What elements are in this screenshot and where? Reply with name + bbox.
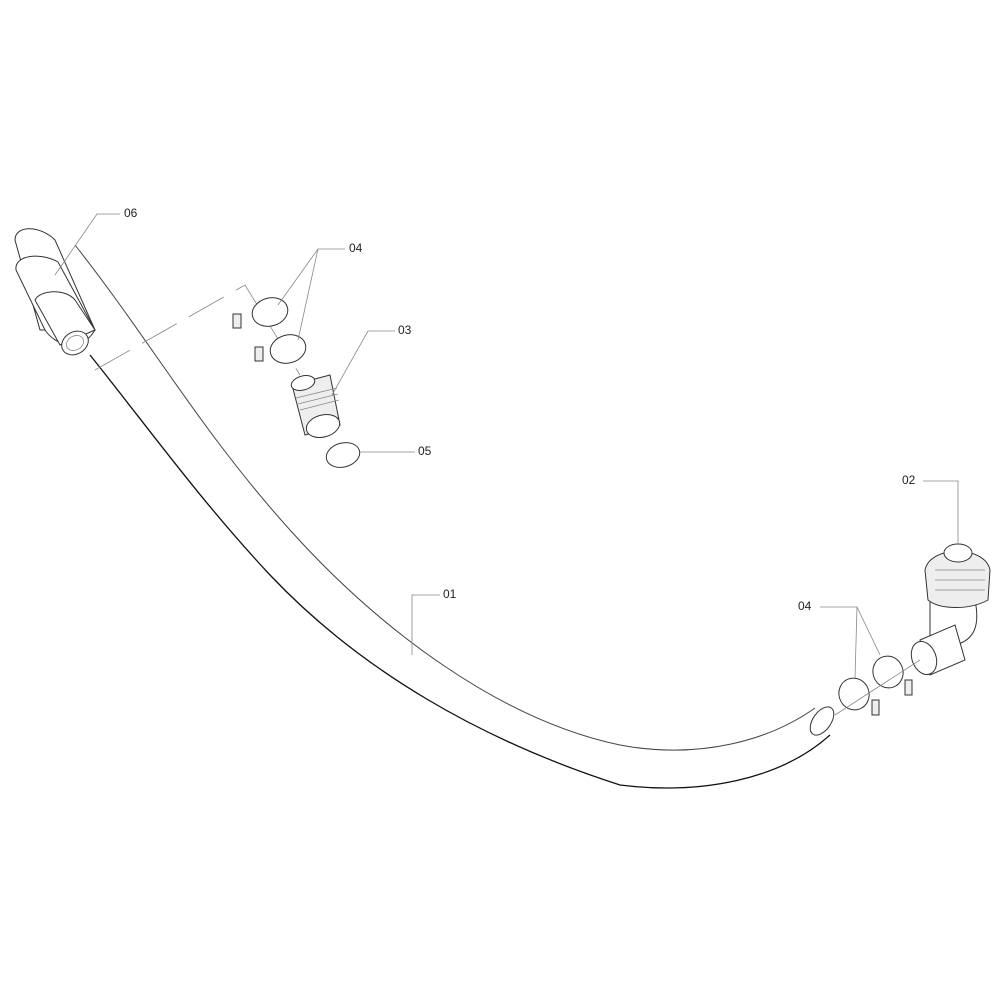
leader-lines xyxy=(54,213,959,679)
hose-clamps-04-upper xyxy=(232,297,307,364)
callout-02: 02 xyxy=(902,473,916,487)
callout-06: 06 xyxy=(124,206,138,220)
connector-03 xyxy=(290,374,341,439)
callout-05: 05 xyxy=(418,444,432,458)
callout-01: 01 xyxy=(443,587,457,601)
hose-clamps-04-lower xyxy=(834,655,921,716)
elbow-fitting-02 xyxy=(910,543,991,676)
callout-03: 03 xyxy=(398,323,412,337)
hose-01 xyxy=(74,244,835,789)
o-ring-05 xyxy=(325,442,361,468)
callout-04-upper: 04 xyxy=(349,241,363,255)
callout-04-lower: 04 xyxy=(798,599,812,613)
end-fitting-06 xyxy=(14,228,96,356)
